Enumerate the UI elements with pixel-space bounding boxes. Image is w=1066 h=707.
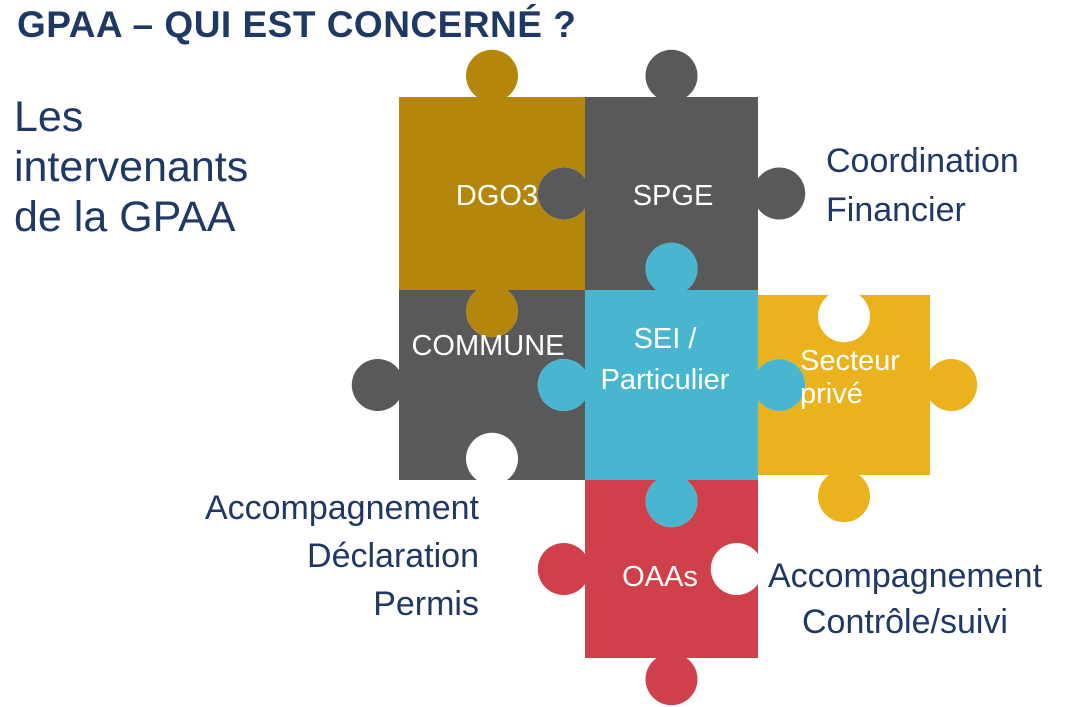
intro-text: Les intervenants de la GPAA [14,92,248,242]
puzzle-piece-secteur [758,295,978,523]
annotation-line: Permis [373,585,479,623]
puzzle-piece-label-secteur: privé [800,378,863,410]
puzzle-piece-label-dgo3: DGO3 [456,180,538,212]
puzzle-piece-label-oaas: OAAs [622,561,698,593]
puzzle-piece-label-sei: Particulier [601,364,730,396]
puzzle-piece-oaas [537,480,758,706]
intro-line-2: intervenants [14,143,249,191]
annotation-coordination-financier: Coordination Financier [826,137,1019,235]
puzzle-piece-commune [351,290,585,480]
intro-line-3: de la GPAA [14,193,236,241]
puzzle-piece-spge [537,49,806,290]
puzzle-piece-label-sei: SEI / [634,323,698,355]
annotation-line: Déclaration [307,537,479,575]
puzzle-piece-label-secteur: Secteur [800,345,900,377]
annotation-line: Accompagnement [767,557,1043,595]
annotation-accompagnement-declaration-permis: Accompagnement Déclaration Permis [205,484,479,628]
puzzle-piece-label-commune: COMMUNE [411,330,564,362]
annotation-line: Accompagnement [204,489,479,527]
annotation-line: Financier [826,191,966,229]
slide-title: GPAA – QUI EST CONCERNÉ ? [17,4,577,45]
puzzle-piece-dgo3 [399,49,585,338]
puzzle-piece-label-spge: SPGE [633,180,714,212]
annotation-line: Contrôle/suivi [802,603,1008,641]
annotation-line: Coordination [826,142,1019,180]
annotation-accompagnement-controle-suivi: Accompagnement Contrôle/suivi [758,553,1052,645]
intro-line-1: Les [14,93,84,141]
puzzle-piece-sei [537,242,806,528]
